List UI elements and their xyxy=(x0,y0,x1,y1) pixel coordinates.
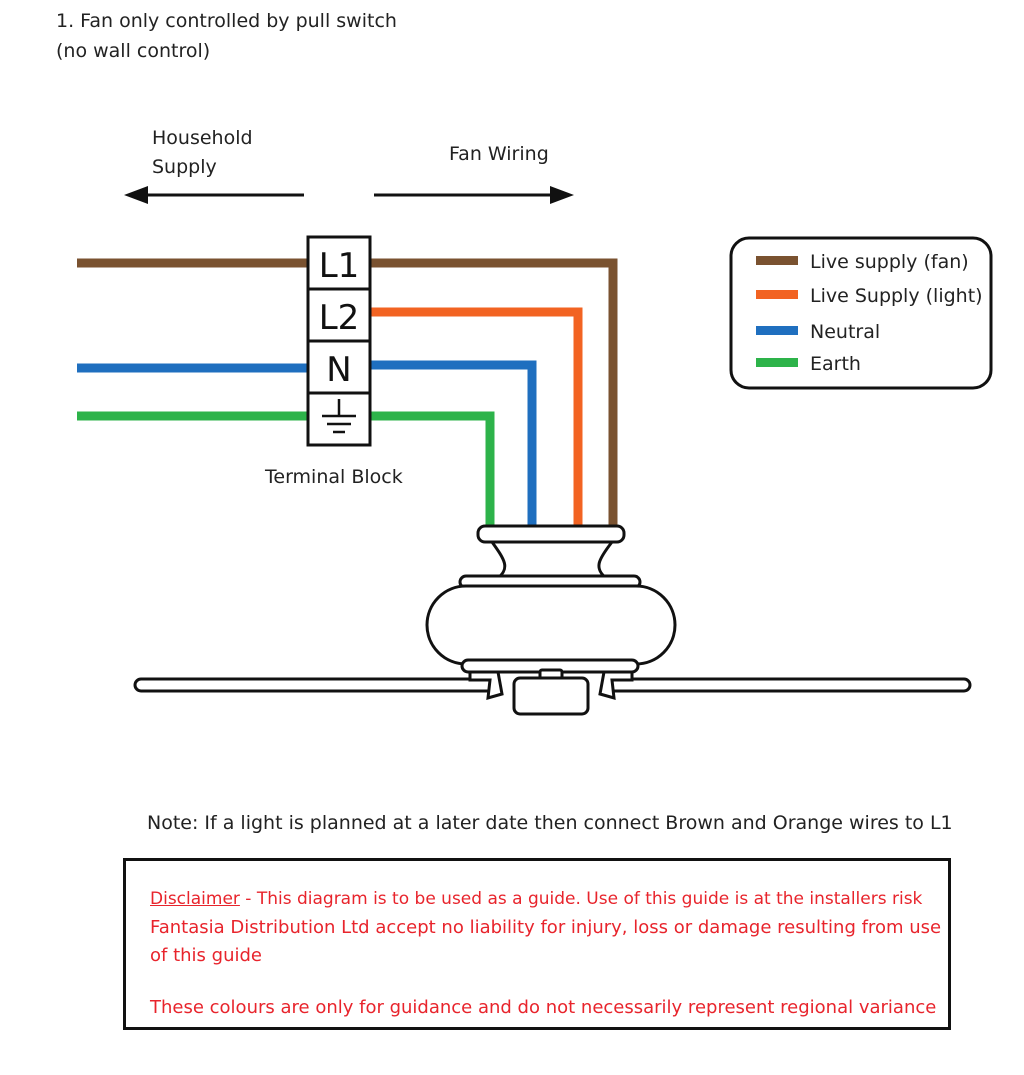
terminal-n: N xyxy=(326,350,351,390)
terminal-block: L1 L2 N xyxy=(306,235,372,447)
diagram-title: 1. Fan only controlled by pull switch xyxy=(56,10,397,32)
fan-neutral-wire xyxy=(370,360,537,528)
fan-earth-wire xyxy=(370,411,495,528)
terminal-l1: L1 xyxy=(319,246,360,286)
fan-live-light-wire xyxy=(370,307,583,528)
disclaimer-line-1-text: - This diagram is to be used as a guide.… xyxy=(239,889,923,909)
household-supply-arrow xyxy=(124,186,304,204)
household-supply-label-line1: Household xyxy=(152,127,253,149)
legend-label-live-light: Live Supply (light) xyxy=(810,285,983,307)
legend-swatch-live-light xyxy=(756,290,798,299)
ceiling-fan-icon xyxy=(133,524,972,716)
disclaimer-line-2: Fantasia Distribution Ltd accept no liab… xyxy=(150,917,942,938)
legend-label-neutral: Neutral xyxy=(810,321,880,343)
legend-swatch-live-fan xyxy=(756,256,798,265)
disclaimer-line-4: These colours are only for guidance and … xyxy=(150,997,937,1018)
note-text: Note: If a light is planned at a later d… xyxy=(147,812,953,834)
terminal-l2: L2 xyxy=(319,298,360,338)
fan-wiring-arrow xyxy=(374,186,574,204)
disclaimer-box: Disclaimer - This diagram is to be used … xyxy=(123,858,951,1030)
household-supply-label-line2: Supply xyxy=(152,156,217,178)
disclaimer-line-3: of this guide xyxy=(150,945,262,966)
fan-live-fan-wire xyxy=(370,258,618,528)
legend-swatch-earth xyxy=(756,358,798,367)
terminal-block-label: Terminal Block xyxy=(265,466,403,488)
disclaimer-heading: Disclaimer xyxy=(150,889,240,909)
legend-label-earth: Earth xyxy=(810,353,861,375)
wire-legend: Live supply (fan) Live Supply (light) Ne… xyxy=(729,236,993,390)
diagram-subtitle: (no wall control) xyxy=(56,40,211,62)
legend-swatch-neutral xyxy=(756,326,798,335)
fan-wiring-label: Fan Wiring xyxy=(449,143,549,165)
legend-label-live-fan: Live supply (fan) xyxy=(810,251,969,273)
earth-symbol-icon xyxy=(322,399,356,434)
disclaimer-line-1: Disclaimer - This diagram is to be used … xyxy=(150,889,922,909)
